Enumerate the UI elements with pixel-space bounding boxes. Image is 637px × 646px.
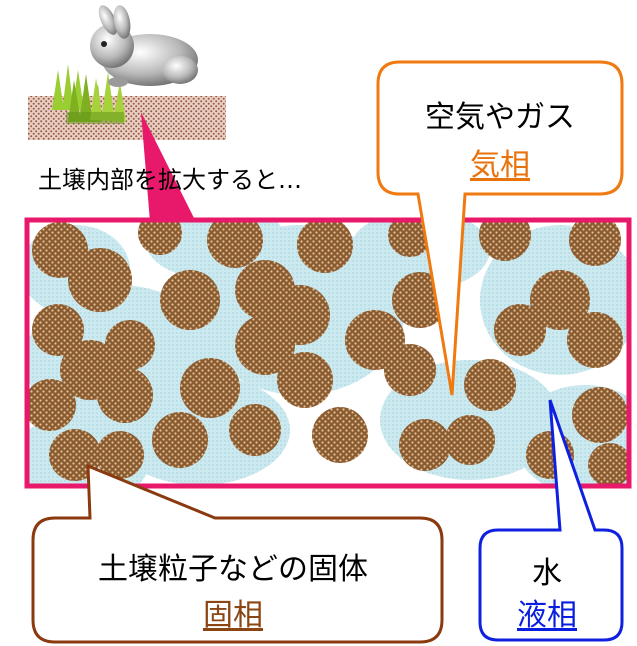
- grass-icon: [52, 64, 126, 124]
- solid-callout: [31, 463, 444, 644]
- gas-label: 空気やガス: [425, 100, 575, 135]
- solid-phase-label: 固相: [203, 598, 263, 633]
- soil-particles: [27, 220, 629, 486]
- cross-section-frame: [24, 217, 632, 489]
- solid-label: 土壌粒子などの固体: [98, 552, 368, 587]
- rabbit-icon: [90, 5, 198, 87]
- zoom-pointer: [141, 112, 196, 222]
- water-phase-label: 液相: [517, 598, 577, 633]
- water-callout: [478, 399, 624, 642]
- gas-callout: [376, 60, 624, 396]
- soil-cross-section: [27, 220, 629, 486]
- zoom-caption: 土壌内部を拡大すると…: [38, 166, 302, 194]
- gas-phase-label: 気相: [470, 148, 530, 183]
- water-label: 水: [532, 556, 562, 591]
